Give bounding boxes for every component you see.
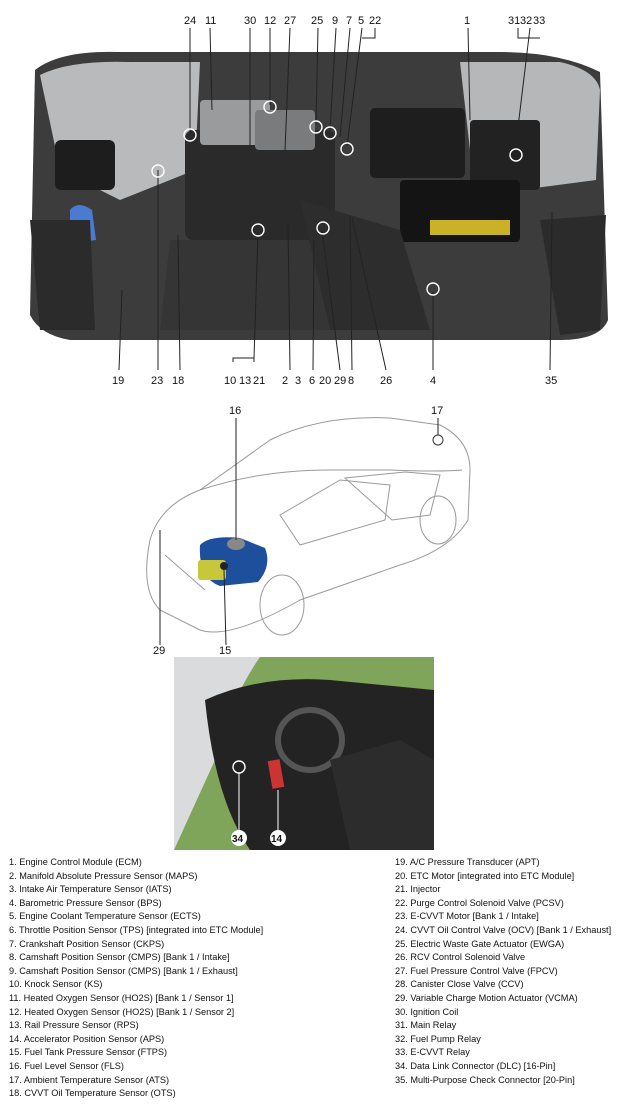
legend-item: 25. Electric Waste Gate Actuator (EWGA): [395, 938, 565, 949]
legend-item: 9. Camshaft Position Sensor (CMPS) [Bank…: [9, 965, 238, 976]
engine-callout-35: 35: [545, 375, 557, 387]
fuel-tank: [198, 537, 268, 586]
legend-item: 6. Throttle Position Sensor (TPS) [integ…: [9, 924, 264, 935]
engine-callout-1: 1: [464, 15, 470, 27]
legend-item: 10. Knock Sensor (KS): [9, 979, 103, 990]
engine-callout-30: 30: [244, 15, 256, 27]
legend-item: 11. Heated Oxygen Sensor (HO2S) [Bank 1 …: [9, 992, 234, 1003]
engine-diagram: 24 11 30 12 27 25 9 7 5 22 1 31 32 33 19…: [30, 15, 608, 387]
car-outline: [146, 417, 471, 636]
legend-item: 24. CVVT Oil Control Valve (OCV) [Bank 1…: [395, 924, 612, 935]
car-callout-29: 29: [153, 645, 165, 657]
engine-callout-24: 24: [184, 15, 196, 27]
engine-callout-12: 12: [264, 15, 276, 27]
interior-callout-14: 14: [271, 834, 283, 845]
legend-item: 32. Fuel Pump Relay: [395, 1033, 481, 1044]
engine-callout-10: 10: [224, 375, 236, 387]
legend-item: 4. Barometric Pressure Sensor (BPS): [9, 897, 162, 908]
engine-callout-23: 23: [151, 375, 163, 387]
engine-leader-lines: [118, 27, 553, 371]
legend-item: 34. Data Link Connector (DLC) [16-Pin]: [395, 1060, 556, 1071]
legend-item: 31. Main Relay: [395, 1020, 457, 1031]
engine-callout-11: 11: [205, 15, 216, 27]
engine-photo: [30, 51, 608, 341]
legend-item: 23. E-CVVT Motor [Bank 1 / Intake]: [395, 911, 539, 922]
engine-callout-20: 20: [319, 375, 331, 387]
car-callout-16: 16: [229, 405, 241, 417]
legend-item: 29. Variable Charge Motion Actuator (VCM…: [395, 992, 578, 1003]
legend-item: 17. Ambient Temperature Sensor (ATS): [9, 1074, 170, 1085]
engine-callout-32: 32: [520, 15, 532, 27]
legend-left: 1. Engine Control Module (ECM) 2. Manifol…: [9, 856, 263, 1101]
legend-item: 3. Intake Air Temperature Sensor (IATS): [9, 884, 172, 895]
engine-callout-2: 2: [282, 375, 288, 387]
engine-callout-25: 25: [311, 15, 323, 27]
car-leader-lines: [159, 418, 439, 646]
interior-callout-34: 34: [232, 834, 244, 845]
engine-callout-18: 18: [172, 375, 184, 387]
engine-callout-4: 4: [430, 375, 436, 387]
legend-item: 15. Fuel Tank Pressure Sensor (FTPS): [9, 1047, 168, 1058]
legend-item: 8. Camshaft Position Sensor (CMPS) [Bank…: [9, 952, 230, 963]
car-callout-15: 15: [219, 645, 231, 657]
car-diagram: 16 17 29 15: [146, 405, 471, 657]
engine-callout-33: 33: [533, 15, 545, 27]
legend-item: 1. Engine Control Module (ECM): [9, 857, 142, 867]
engine-callout-5: 5: [358, 15, 364, 27]
legend-item: 35. Multi-Purpose Check Connector [20-Pi…: [395, 1074, 575, 1085]
engine-callout-19: 19: [112, 375, 124, 387]
interior-diagram: 34 14: [174, 657, 434, 850]
car-callout-17: 17: [431, 405, 443, 417]
legend-item: 16. Fuel Level Sensor (FLS): [9, 1060, 124, 1071]
legend-item: 22. Purge Control Solenoid Valve (PCSV): [395, 897, 564, 908]
legend-item: 12. Heated Oxygen Sensor (HO2S) [Bank 1 …: [9, 1006, 235, 1017]
legend-item: 18. CVVT Oil Temperature Sensor (OTS): [9, 1088, 176, 1099]
legend-item: 7. Crankshaft Position Sensor (CKPS): [9, 938, 165, 949]
engine-callout-8: 8: [348, 375, 354, 387]
legend-right: 19. A/C Pressure Transducer (APT) 20. ETC…: [395, 856, 611, 1087]
engine-callout-31: 31: [508, 15, 520, 27]
engine-callout-9: 9: [332, 15, 338, 27]
engine-callout-21: 21: [253, 375, 265, 387]
engine-callout-13: 13: [239, 375, 251, 387]
legend-item: 19. A/C Pressure Transducer (APT): [395, 857, 540, 867]
legend-item: 5. Engine Coolant Temperature Sensor (EC…: [9, 911, 201, 922]
legend-item: 28. Canister Close Valve (CCV): [395, 979, 524, 990]
engine-callout-27: 27: [284, 15, 296, 27]
engine-callout-3: 3: [295, 375, 301, 387]
legend-item: 2. Manifold Absolute Pressure Sensor (MA…: [9, 870, 198, 881]
legend-item: 13. Rail Pressure Sensor (RPS): [9, 1020, 139, 1031]
engine-callout-29: 29: [334, 375, 346, 387]
legend-item: 33. E-CVVT Relay: [395, 1047, 470, 1058]
legend-item: 20. ETC Motor [integrated into ETC Modul…: [395, 870, 575, 881]
engine-callout-7: 7: [346, 15, 352, 27]
legend-item: 14. Accelerator Position Sensor (APS): [9, 1033, 165, 1044]
engine-callout-6: 6: [309, 375, 315, 387]
legend-item: 30. Ignition Coil: [395, 1006, 459, 1017]
legend-item: 27. Fuel Pressure Control Valve (FPCV): [395, 965, 558, 976]
legend-item: 26. RCV Control Solenoid Valve: [395, 952, 526, 963]
engine-markers: [151, 100, 523, 296]
legend-item: 21. Injector: [395, 884, 441, 895]
engine-callout-22: 22: [369, 15, 381, 27]
engine-callout-26: 26: [380, 375, 392, 387]
